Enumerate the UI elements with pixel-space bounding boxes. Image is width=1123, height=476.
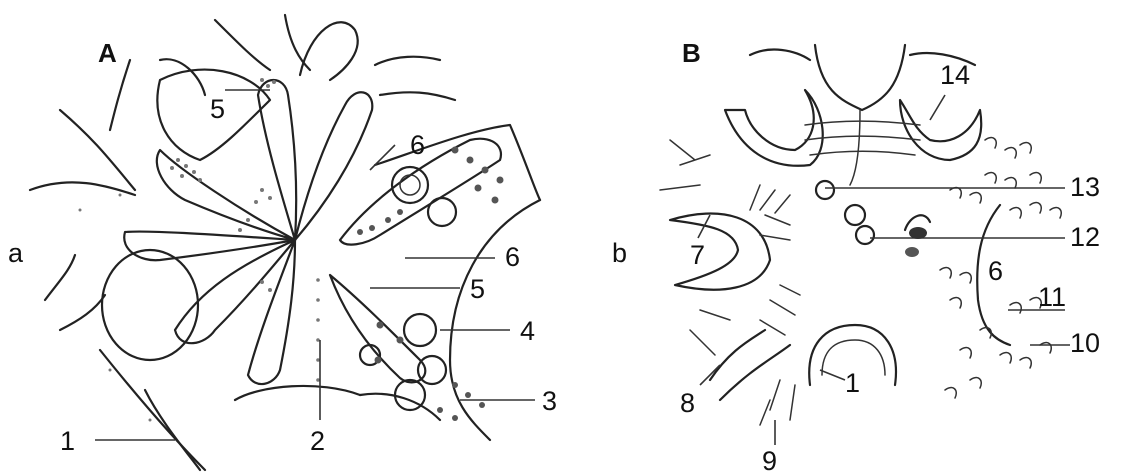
- panel-b-letter: B: [682, 40, 701, 66]
- panel-a-drawing: [0, 0, 560, 476]
- label-a-5-top: 5: [210, 96, 225, 123]
- label-a-3: 3: [542, 388, 557, 415]
- panel-b-side-letter: b: [612, 240, 627, 267]
- label-b-1: 1: [845, 370, 860, 397]
- label-a-1: 1: [60, 428, 75, 455]
- label-b-6: 6: [988, 258, 1003, 285]
- label-b-7: 7: [690, 242, 705, 269]
- label-b-11: 11: [1038, 284, 1066, 311]
- label-a-6-mid: 6: [505, 244, 520, 271]
- label-a-4: 4: [520, 318, 535, 345]
- label-b-13: 13: [1070, 174, 1100, 201]
- panel-a: A a 5 6 6 5 4 3 2 1: [0, 0, 560, 476]
- label-a-5-mid: 5: [470, 276, 485, 303]
- label-a-6-top: 6: [410, 132, 425, 159]
- stipple: [79, 78, 320, 422]
- panel-a-side-letter: a: [8, 240, 23, 267]
- label-b-12: 12: [1070, 224, 1100, 251]
- label-a-2: 2: [310, 428, 325, 455]
- label-b-14: 14: [940, 62, 970, 89]
- label-b-8: 8: [680, 390, 695, 417]
- panel-b: B b 14 13 12 7 6 11 10 1 8 9: [600, 0, 1123, 476]
- label-b-10: 10: [1070, 330, 1100, 357]
- panel-a-letter: A: [98, 40, 117, 66]
- panel-b-drawing: [600, 0, 1123, 476]
- label-b-9: 9: [762, 448, 777, 475]
